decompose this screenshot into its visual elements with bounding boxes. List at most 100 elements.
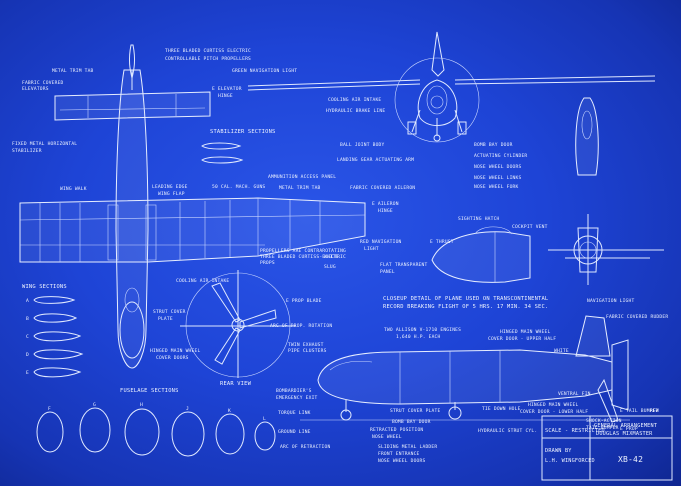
label-sighting-hatch: SIGHTING HATCH	[458, 216, 500, 222]
title-scale: SCALE - RESTRICTED	[545, 428, 605, 434]
label-shock-action-1: SHOCK-ACTION	[586, 418, 622, 424]
title-model: XB-42	[618, 455, 643, 464]
label-aileron-hinge-1: E AILERON	[372, 201, 399, 207]
label-ball-joint-body: BALL JOINT BODY	[340, 142, 385, 148]
label-twin-exhaust-2: PIPE CLUSTERS	[288, 348, 327, 354]
label-cockpit-vent: COCKPIT VENT	[512, 224, 548, 230]
fuselage-section-marker: L	[263, 416, 266, 422]
label-strut-cover-plate-2: PLATE	[158, 316, 173, 322]
label-closeup-2: RECORD BREAKING FLIGHT OF 5 HRS. 17 MIN.…	[383, 304, 548, 310]
rear-view	[180, 270, 296, 378]
label-sliding-ladder-3: NOSE WHEEL DOORS	[378, 458, 425, 464]
label-closeup-1: CLOSEUP DETAIL OF PLANE USED ON TRANSCON…	[383, 296, 548, 302]
wing-section-shapes	[33, 296, 84, 378]
label-hydraulic-strut: HYDRAULIC STRUT CYL.	[478, 428, 537, 434]
label-tie-down-hole: TIE DOWN HOLE	[482, 406, 521, 412]
label-leading-edge-2: WING FLAP	[158, 191, 185, 197]
label-nose-wheel-links: NOSE WHEEL LINKS	[474, 175, 521, 181]
label-controllable: CONTROLLABLE PITCH PROPELLERS	[165, 56, 251, 62]
label-red-nav-2: LIGHT	[364, 246, 379, 252]
label-ammunition-access: AMMUNITION ACCESS PANEL	[268, 174, 336, 180]
label-hinged-lower-2: COVER DOOR - LOWER HALF	[520, 409, 588, 415]
wing-section-marker: A	[26, 298, 29, 304]
nose-plan	[575, 97, 599, 176]
label-strut-cover-plate-side: STRUT COVER PLATE	[390, 408, 440, 414]
label-propellers-contra-3: PROPS	[260, 260, 275, 266]
side-view	[300, 315, 630, 423]
title-drawer: L.H. WINGFORCED	[545, 458, 595, 464]
label-hinged-main-wheel-1: HINGED MAIN WHEEL	[150, 348, 200, 354]
label-propellers-contra-2: THREE BLADED CURTISS-ELECTRIC	[260, 254, 346, 260]
fuselage-section-marker: J	[186, 406, 189, 412]
label-hinged-lower-1: HINGED MAIN WHEEL	[528, 402, 578, 408]
label-twin-exhaust-1: TWIN EXHAUST	[288, 342, 324, 348]
fuselage-section-marker: F	[48, 406, 51, 412]
label-flat-panel-1: FLAT TRANSPARENT	[380, 262, 427, 268]
label-prop-blade: E PROP BLADE	[286, 298, 322, 304]
label-e-thrust: E THRUST	[430, 239, 454, 245]
label-elevator-hinge-1: E ELEVATOR	[212, 86, 242, 92]
cockpit-side-detail	[431, 226, 531, 283]
label-cooling-air-intake-mid: COOLING AIR INTAKE	[176, 278, 229, 284]
wing-section-marker: C	[26, 334, 29, 340]
label-nose-wheel-fork: NOSE WHEEL FORK	[474, 184, 519, 190]
label-leading-edge-1: LEADING EDGE	[152, 184, 188, 190]
label-cooling-air-intake-top: COOLING AIR INTAKE	[328, 97, 381, 103]
label-bomb-bay-door-side: BOMB BAY DOOR	[392, 419, 431, 425]
label-sliding-ladder-2: FRONT ENTRANCE	[378, 451, 420, 457]
label-actuating-cylinder: ACTUATING CYLINDER	[474, 153, 527, 159]
label-bomb-bay-door: BOMB BAY DOOR	[474, 142, 513, 148]
label-sliding-ladder-1: SLIDING METAL LADDER	[378, 444, 437, 450]
label-propellers-contra-1: PROPELLERS ARE CONTRAROTATING	[260, 248, 346, 254]
label-two-allison-1: TWO ALLISON V-1710 ENGINES	[384, 327, 461, 333]
label-ground-line: GROUND LINE	[278, 429, 311, 435]
label-arc-retraction: ARC OF RETRACTION	[280, 444, 330, 450]
title-general-arrangement: GENERAL ARRANGEMENT	[594, 423, 657, 429]
wing-section-marker: D	[26, 352, 29, 358]
label-emergency-exit-1: BOMBARDIER'S	[276, 388, 312, 394]
label-torque-link: TORQUE LINK	[278, 410, 311, 416]
label-rear-view: REAR VIEW	[220, 381, 252, 387]
label-strut-cover-plate-1: STRUT COVER	[153, 309, 186, 315]
label-nose-wheel-doors: NOSE WHEEL DOORS	[474, 164, 521, 170]
label-white: WHITE	[324, 254, 339, 260]
signature: RFW	[650, 408, 659, 414]
cockpit-rear-view	[548, 214, 664, 285]
title-drawn-by: DRAWN BY	[545, 448, 572, 454]
label-hinged-main-wheel-2: COVER DOORS	[156, 355, 189, 361]
label-navigation-light: NAVIGATION LIGHT	[587, 298, 634, 304]
label-green-nav: GREEN NAVIGATION LIGHT	[232, 68, 297, 74]
label-two-allison-2: 1,640 H.P. EACH	[396, 334, 441, 340]
label-three-bladed: THREE BLADED CURTISS ELECTRIC	[165, 48, 251, 54]
label-metal-trim-tab-wing: METAL TRIM TAB	[279, 185, 321, 191]
label-landing-gear-arm: LANDING GEAR ACTUATING ARM	[337, 157, 414, 163]
label-flat-panel-2: PANEL	[380, 269, 395, 275]
label-e-prop: E PROP	[620, 426, 638, 432]
label-slug: SLUG	[324, 264, 336, 270]
label-tail-white: WHITE	[554, 348, 569, 354]
label-fabric-rudder: FABRIC COVERED RUDDER	[606, 314, 668, 320]
fuselage-section-shapes	[36, 407, 276, 457]
title-douglas-mixmaster: DOUGLAS MIXMASTER	[596, 431, 653, 437]
fuselage-section-marker: G	[93, 402, 96, 408]
title-block	[541, 415, 673, 481]
label-elevator-hinge-2: HINGE	[218, 93, 233, 99]
label-stabilizer-sections: STABILIZER SECTIONS	[210, 129, 275, 135]
label-metal-trim-tab-top: METAL TRIM TAB	[52, 68, 94, 74]
label-retracted-2: NOSE WHEEL	[372, 434, 402, 440]
label-fabric-aileron: FABRIC COVERED AILERON	[350, 185, 415, 191]
label-cal-machine-guns: 50 CAL. MACH. GUNS	[212, 184, 265, 190]
label-wing-walk: WING WALK	[60, 186, 87, 192]
wing-section-marker: E	[26, 370, 29, 376]
label-fabric-elevators-2: ELEVATORS	[22, 86, 49, 92]
front-view	[247, 31, 656, 143]
fuselage-section-marker: H	[140, 402, 143, 408]
label-hydraulic-brake-line: HYDRAULIC BRAKE LINE	[326, 108, 385, 114]
label-tail-bumper: E TAIL BUMPER	[620, 408, 659, 414]
wing-section-marker: B	[26, 316, 29, 322]
label-ventral-fin: VENTRAL FIN	[558, 391, 591, 397]
stabilizer-section-shapes	[201, 142, 244, 164]
label-fixed-stab-1: FIXED METAL HORIZONTAL	[12, 141, 77, 147]
